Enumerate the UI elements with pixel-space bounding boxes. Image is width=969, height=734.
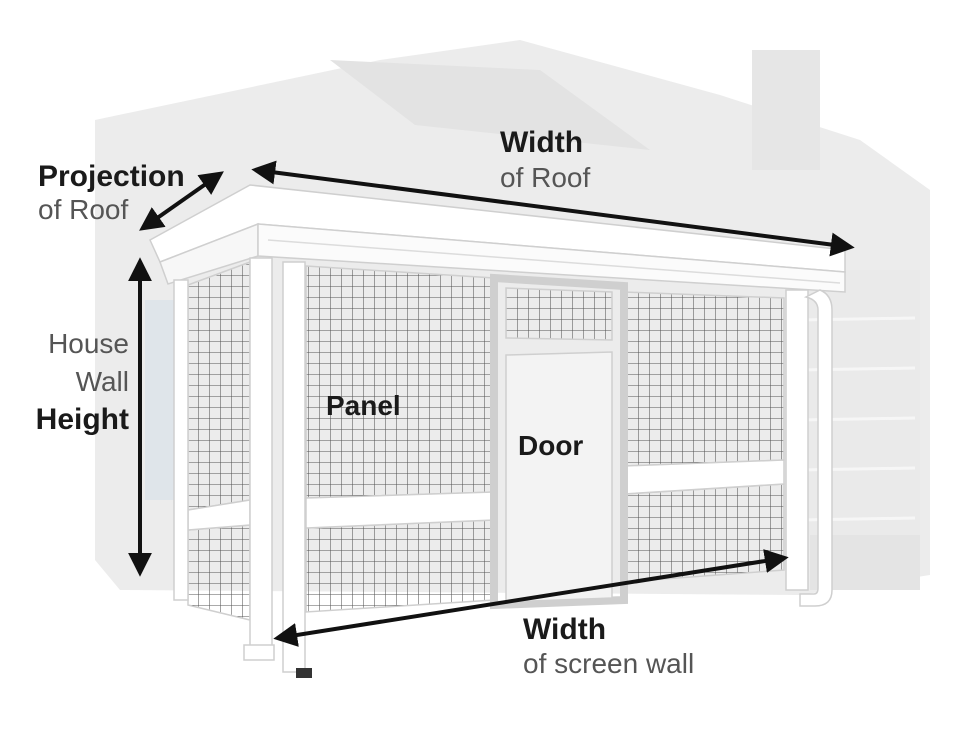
- projection-label: Projection: [38, 160, 185, 193]
- door-label: Door: [518, 430, 584, 461]
- roof-width-sub-label: of Roof: [500, 162, 591, 193]
- screen-wall-width-arrow: [273, 549, 789, 647]
- house-wall-label-line1: House: [48, 328, 129, 359]
- dimension-arrows: [128, 160, 855, 647]
- downspout: [799, 289, 833, 607]
- house-wall-label-line2: Wall: [75, 366, 129, 397]
- projection-sub-label: of Roof: [38, 194, 129, 225]
- height-label: Height: [35, 403, 129, 436]
- panel-label: Panel: [326, 390, 401, 421]
- roof-width-arrow: [251, 160, 855, 257]
- screen-wall-width-sub-label: of screen wall: [523, 648, 695, 679]
- projection-arrow: [139, 171, 224, 231]
- side-screen-wall: [187, 260, 251, 621]
- post-footing: [296, 668, 312, 678]
- screen-wall-width-label: Width: [523, 613, 607, 646]
- roof-width-label: Width: [500, 126, 584, 159]
